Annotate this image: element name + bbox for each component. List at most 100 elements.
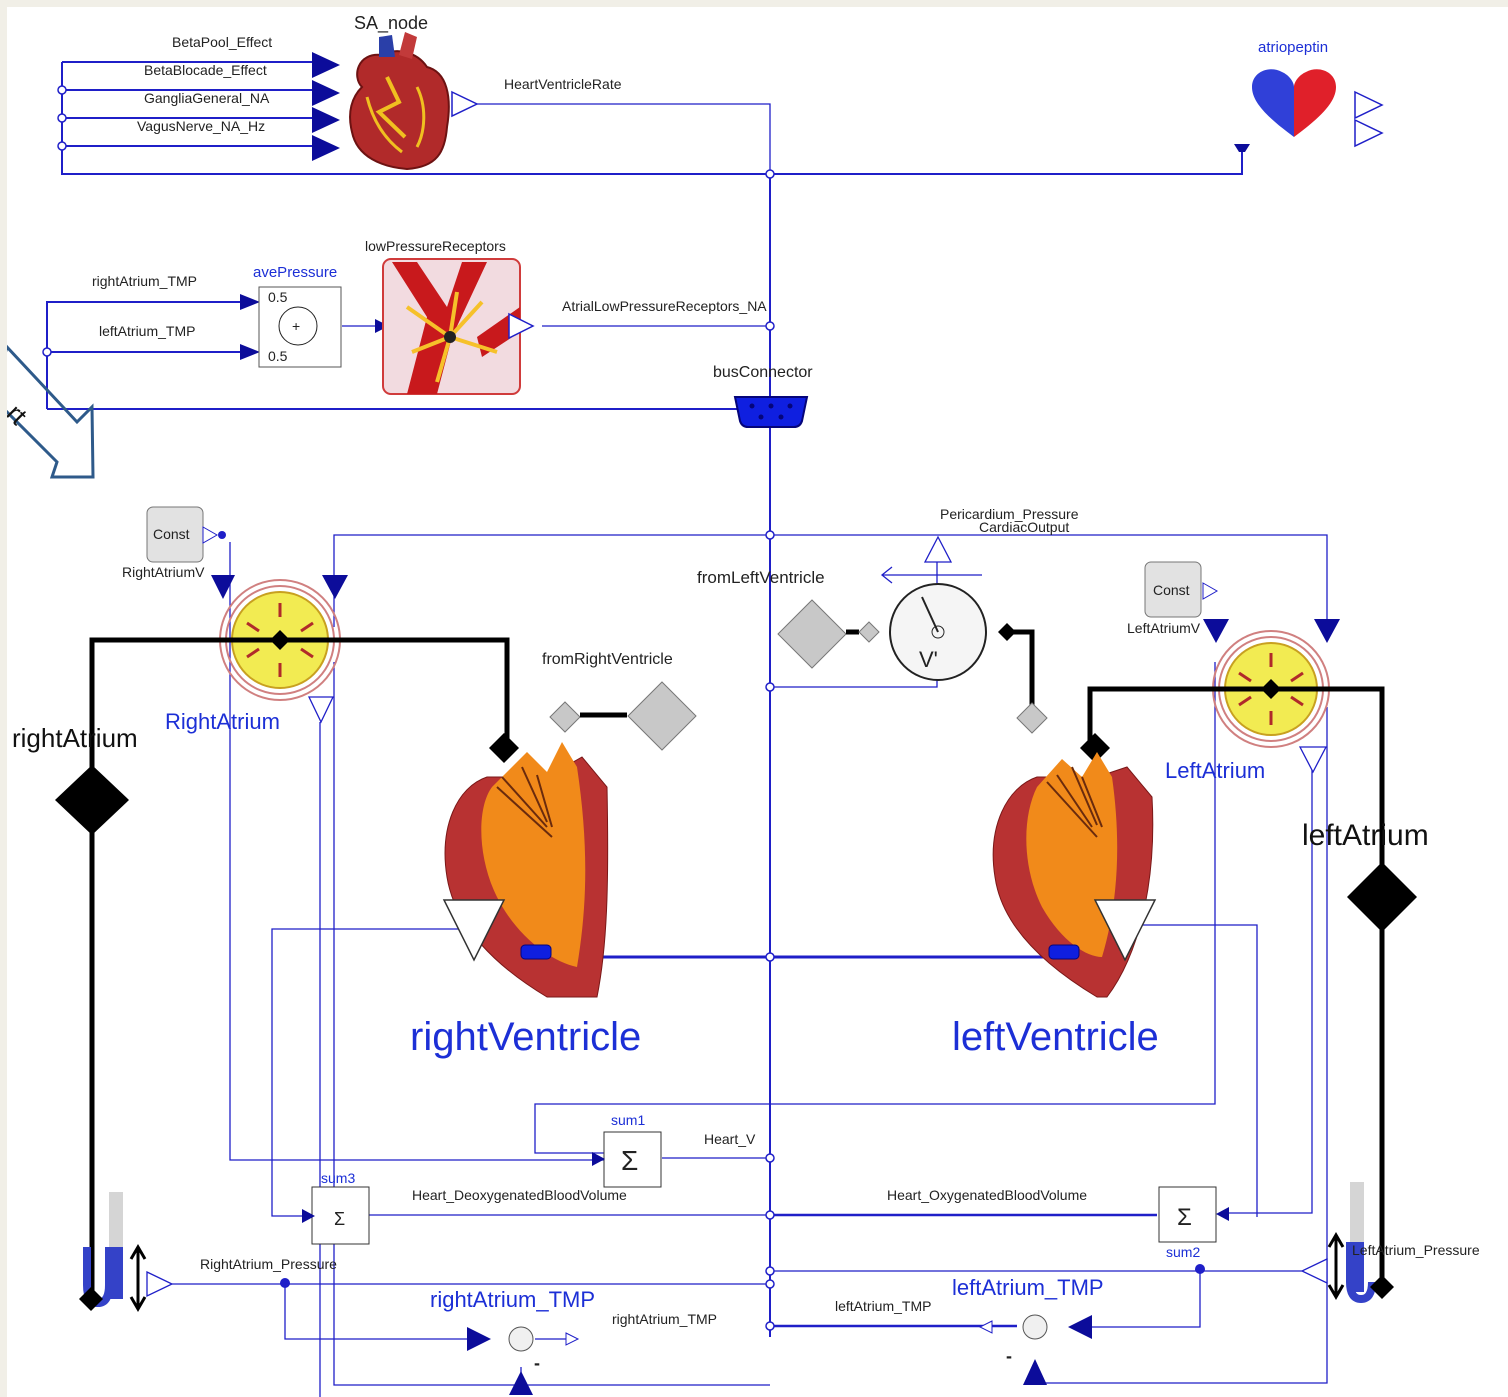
sum3-block[interactable] xyxy=(311,1186,370,1245)
left-atrium-tmp-title: leftAtrium_TMP xyxy=(952,1275,1104,1300)
atriopeptin-input-port[interactable] xyxy=(1234,144,1250,152)
ave-sum-circle xyxy=(278,306,318,346)
heart-deoxy-label: Heart_DeoxygenatedBloodVolume xyxy=(412,1187,627,1203)
right-atrium-flow xyxy=(89,637,510,1297)
const-right-label: Const xyxy=(153,526,190,542)
from-left-ventricle-label: fromLeftVentricle xyxy=(697,568,825,587)
left-atrium-pressure-label: LeftAtrium_Pressure xyxy=(1352,1242,1480,1258)
right-atrium-input-2 xyxy=(322,575,348,599)
sum2-title: sum2 xyxy=(1166,1244,1200,1260)
heart-rate-output-port[interactable] xyxy=(451,90,479,118)
from-left-ventricle-in[interactable] xyxy=(858,621,880,643)
right-tmp-output[interactable] xyxy=(565,1332,580,1346)
vagus-label: VagusNerve_NA_Hz xyxy=(137,118,265,134)
from-right-ventricle-label: fromRightVentricle xyxy=(542,651,673,668)
wire-junctions xyxy=(42,85,775,1331)
ave-plus-sign: + xyxy=(292,318,300,334)
diagram-canvas: BetaPool_Effect BetaBlocade_Effect Gangl… xyxy=(7,7,1508,1397)
bus-connector-title: busConnector xyxy=(713,364,813,381)
right-atrium-port-diamond[interactable] xyxy=(270,630,290,650)
ave-gain-top: 0.5 xyxy=(268,289,288,305)
atriopeptin-output-ports[interactable] xyxy=(1354,90,1384,148)
const-left-output[interactable] xyxy=(1202,582,1219,600)
left-tmp-output[interactable] xyxy=(978,1320,993,1334)
left-atrium-pressure-output[interactable] xyxy=(1300,1257,1328,1285)
bus-connector[interactable] xyxy=(733,396,809,428)
right-tmp-input-arrow xyxy=(467,1327,491,1351)
left-flow-port[interactable] xyxy=(998,623,1016,641)
right-tmp-sum-circle[interactable] xyxy=(508,1326,534,1352)
ganglia-label: GangliaGeneral_NA xyxy=(144,90,270,106)
sum1-title: sum1 xyxy=(611,1112,645,1128)
left-atrium-block-label: LeftAtrium xyxy=(1165,758,1265,783)
const-right-output[interactable] xyxy=(202,526,219,544)
left-ventricle-inflow-port[interactable] xyxy=(1080,733,1110,763)
low-pressure-receptors-icon[interactable] xyxy=(382,258,521,395)
pericardium-pressure-label: Pericardium_Pressure xyxy=(940,506,1079,522)
right-tmp-minus: - xyxy=(534,1353,540,1373)
left-ventricle-label: leftVentricle xyxy=(952,1015,1159,1059)
left-atrium-port[interactable] xyxy=(1347,862,1417,932)
right-tmp-minus-input xyxy=(509,1371,533,1395)
left-ventricle-outflow-port[interactable] xyxy=(1016,702,1048,734)
right-atrium-tmp-input-label: rightAtrium_TMP xyxy=(92,273,197,289)
left-atrium-v-label: LeftAtriumV xyxy=(1127,620,1201,636)
right-atrium-output[interactable] xyxy=(307,696,335,724)
left-pressure-arrow-icon xyxy=(1327,1232,1345,1300)
right-atrium-port-label: rightAtrium xyxy=(12,723,138,753)
from-left-ventricle-out[interactable] xyxy=(777,599,847,669)
flow-meter-gauge[interactable] xyxy=(880,535,987,681)
left-ventricle-bus[interactable] xyxy=(1048,944,1080,960)
receptor-output-port[interactable] xyxy=(508,312,535,340)
sum3-input-arrow xyxy=(302,1209,315,1223)
flow-meter-v-dot: V' xyxy=(919,647,938,672)
sa-node-heart-icon[interactable] xyxy=(349,32,450,171)
right-pressure-arrow-icon xyxy=(129,1244,147,1312)
right-atrium-pressure-output[interactable] xyxy=(146,1270,174,1298)
sa-node-title: SA_node xyxy=(354,13,428,34)
right-atrium-input-1 xyxy=(211,575,235,599)
left-tmp-sum-circle[interactable] xyxy=(1022,1314,1048,1340)
left-tmp-minus-input xyxy=(1023,1359,1047,1385)
right-ventricle-label: rightVentricle xyxy=(410,1015,641,1059)
left-atrium-tmp-input-label: leftAtrium_TMP xyxy=(99,323,195,339)
left-atrium-output[interactable] xyxy=(1298,746,1328,774)
right-atrium-block-label: RightAtrium xyxy=(165,709,280,734)
left-atrium-pressure-port[interactable] xyxy=(1370,1275,1394,1299)
right-ventricle-bus[interactable] xyxy=(520,944,552,960)
left-atrium-input-2 xyxy=(1314,619,1340,643)
left-atrium-pressure-gauge[interactable] xyxy=(1346,1182,1376,1304)
heart-oxy-label: Heart_OxygenatedBloodVolume xyxy=(887,1187,1087,1203)
sum2-sigma: Σ xyxy=(1177,1204,1192,1231)
modelica-diagram: BetaPool_Effect BetaBlocade_Effect Gangl… xyxy=(7,13,1480,1397)
atrial-low-pressure-label: AtrialLowPressureReceptors_NA xyxy=(562,298,767,314)
sum1-block[interactable] xyxy=(603,1131,662,1188)
right-ventricle-inflow-port[interactable] xyxy=(489,733,519,763)
betablocade-label: BetaBlocade_Effect xyxy=(144,62,267,78)
right-atrium-pressure-label: RightAtrium_Pressure xyxy=(200,1256,337,1272)
filled-junctions xyxy=(218,531,1205,1288)
from-right-ventricle-in[interactable] xyxy=(549,701,581,733)
from-right-ventricle-out[interactable] xyxy=(627,681,697,751)
right-atrium-port[interactable] xyxy=(55,765,129,835)
atriopeptin-title: atriopeptin xyxy=(1258,39,1328,56)
sum1-sigma: Σ xyxy=(621,1145,638,1176)
left-atrium-input-1 xyxy=(1203,619,1229,643)
sum3-title: sum3 xyxy=(321,1170,355,1186)
right-ventricle-output[interactable] xyxy=(442,899,506,962)
left-tmp-input-arrow xyxy=(1068,1315,1092,1339)
left-ventricle-output[interactable] xyxy=(1093,899,1157,962)
right-ventricle-icon[interactable] xyxy=(444,742,609,998)
left-tmp-minus: - xyxy=(1006,1346,1012,1366)
sum2-block[interactable] xyxy=(1158,1186,1217,1243)
left-atrium-port-diamond[interactable] xyxy=(1261,679,1281,699)
heart-v-label: Heart_V xyxy=(704,1131,756,1147)
const-left-block[interactable] xyxy=(1144,561,1202,618)
right-atrium-tmp-small: rightAtrium_TMP xyxy=(612,1311,717,1327)
left-atrium-tmp-small: leftAtrium_TMP xyxy=(835,1298,931,1314)
atriopeptin-heart-icon[interactable] xyxy=(1252,69,1336,137)
heart-ventricle-rate-label: HeartVentricleRate xyxy=(504,76,622,92)
left-ventricle-icon[interactable] xyxy=(992,752,1154,998)
right-atrium-pressure-port[interactable] xyxy=(79,1287,103,1311)
left-atrium-port-label: leftAtrium xyxy=(1302,819,1429,852)
